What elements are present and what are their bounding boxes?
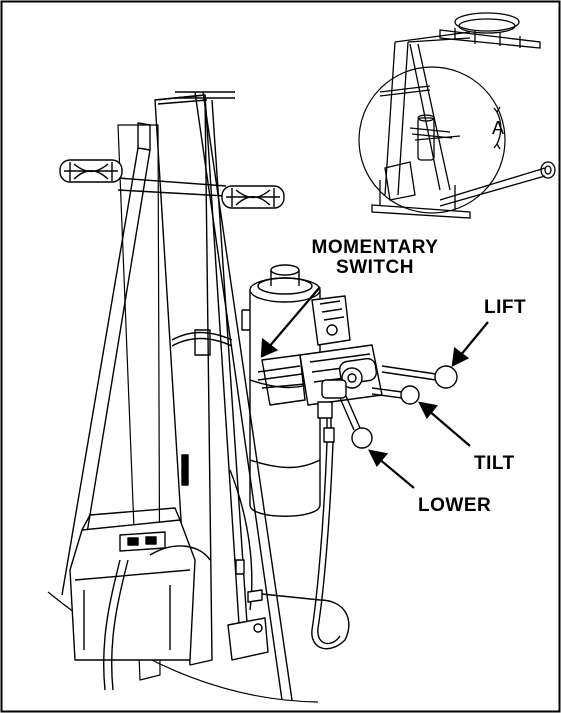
momentary-switch-arrow xyxy=(267,286,321,349)
detail-circle xyxy=(358,66,506,214)
lower-label: LOWER xyxy=(418,495,492,516)
tilt-arrow xyxy=(427,409,471,447)
overview-inset xyxy=(358,12,556,219)
tilt-label: TILT xyxy=(474,453,515,474)
pump-motor xyxy=(311,295,351,346)
lift-arrow xyxy=(459,321,489,357)
battery-box xyxy=(69,507,196,661)
tilt-lever xyxy=(371,385,420,405)
lower-lever xyxy=(339,395,373,449)
momentary-switch-label-line2: SWITCH xyxy=(336,257,414,278)
lift-label: LIFT xyxy=(484,297,527,318)
momentary-switch-label-line1: MOMENTARY xyxy=(311,237,439,258)
main-illustration xyxy=(47,91,458,703)
momentary-switch-label: MOMENTARY SWITCH xyxy=(300,238,450,278)
handlebar xyxy=(59,159,285,209)
lift-lever xyxy=(381,365,458,389)
callout-arrows xyxy=(260,286,489,489)
pump-reservoir xyxy=(241,264,321,517)
control-valve-block xyxy=(257,344,383,406)
hydraulic-hose xyxy=(261,441,350,650)
lower-arrow xyxy=(377,457,415,489)
detail-marker-label: A xyxy=(492,118,505,138)
